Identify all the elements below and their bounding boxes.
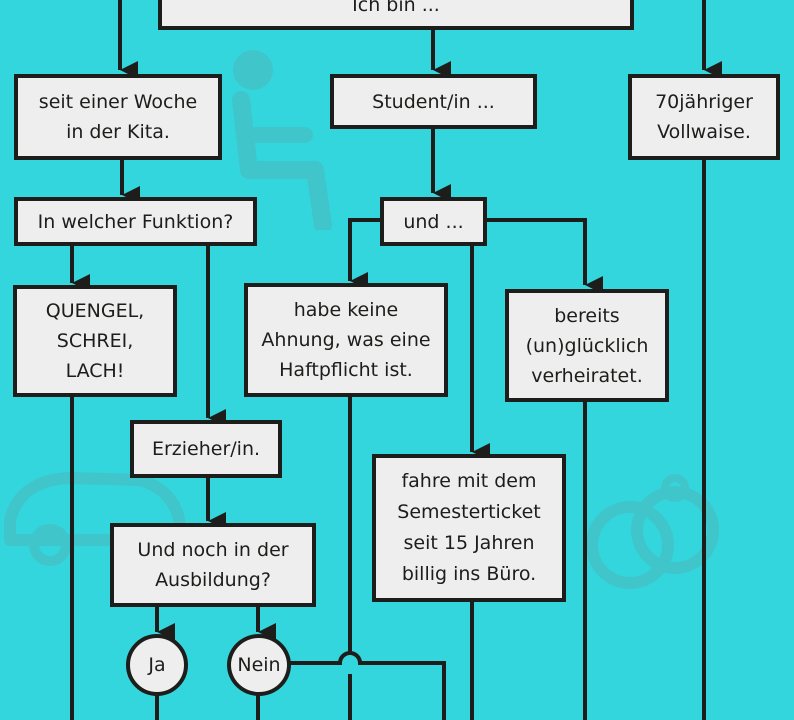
quengel-box: QUENGEL, SCHREI, LACH! (13, 285, 177, 397)
ja-node: Ja (126, 634, 188, 696)
ausbildung-box: Und noch in der Ausbildung? (110, 523, 316, 607)
rings-icon (586, 474, 719, 589)
haftpflicht-box: habe keine Ahnung, was eine Haftpflicht … (244, 283, 448, 397)
und-box: und ... (380, 197, 487, 246)
verheiratet-box: bereits (un)glücklich verheiratet. (505, 289, 669, 402)
funktion-box: In welcher Funktion? (14, 197, 257, 246)
erzieher-box: Erzieher/in. (130, 420, 282, 478)
line-und-verheiratet (486, 218, 603, 294)
wheelchair-icon (232, 50, 332, 230)
line-nein-right (289, 651, 446, 720)
student-box: Student/in ... (330, 74, 537, 129)
kita-box: seit einer Woche in der Kita. (14, 74, 222, 160)
start-box: Ich bin ... (158, 0, 634, 30)
line-und-haftpflicht (348, 218, 382, 290)
semester-box: fahre mit dem Semesterticket seit 15 Jah… (372, 454, 566, 602)
waise-box: 70jähriger Vollwaise. (628, 74, 780, 160)
nein-node: Nein (227, 634, 291, 696)
